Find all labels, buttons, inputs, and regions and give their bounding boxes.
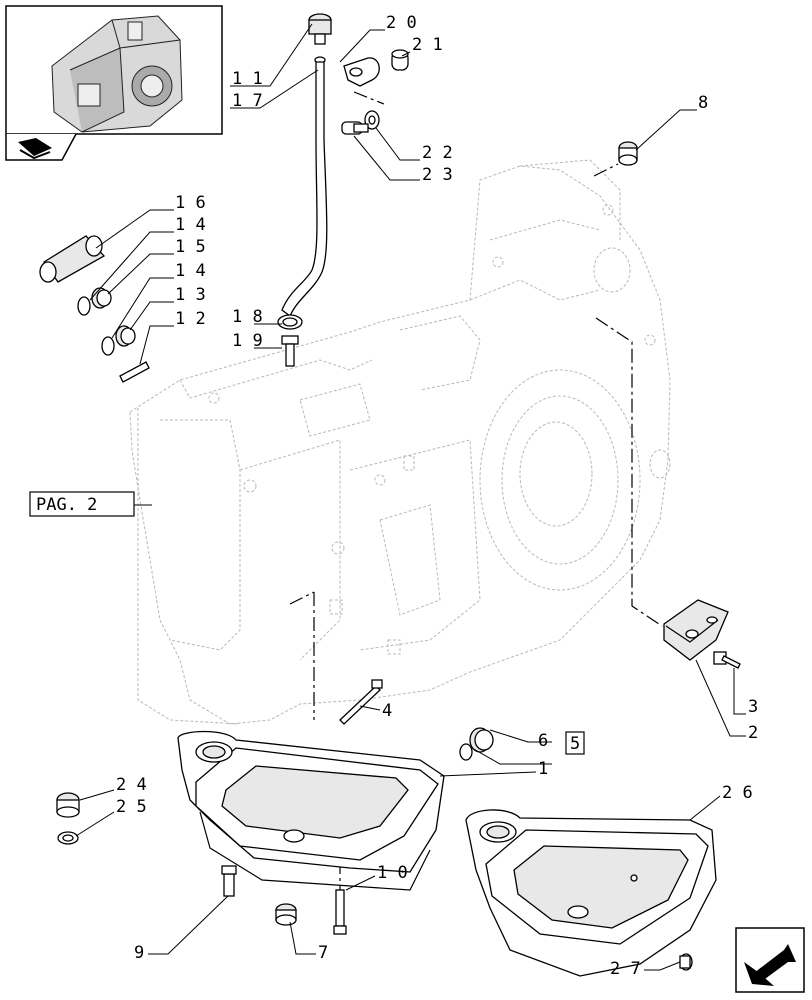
callout-3: 3 <box>748 697 758 717</box>
callout-14-upper: 1 4 <box>175 215 206 235</box>
oil-pan-part-1[interactable] <box>177 730 445 891</box>
callout-17: 1 7 <box>232 91 263 111</box>
bracket-part-2[interactable] <box>663 599 729 661</box>
callout-26: 2 6 <box>722 783 753 803</box>
callout-20: 2 0 <box>386 13 417 33</box>
book-reference-icon <box>18 138 52 160</box>
callout-9: 9 <box>134 943 144 963</box>
plug-part-24[interactable] <box>56 792 80 818</box>
bolt-part-23[interactable] <box>341 121 369 135</box>
dipstick-part-11[interactable] <box>308 13 332 64</box>
plug-part-27[interactable] <box>679 953 693 971</box>
page-reference-box[interactable]: PAG. 2 <box>29 491 135 517</box>
callout-labels: 2 0 2 1 1 1 1 7 8 2 2 2 3 1 6 1 4 1 5 1 … <box>29 13 758 979</box>
callout-18: 1 8 <box>232 307 263 327</box>
bolt-part-9[interactable] <box>221 865 237 897</box>
screw-part-19[interactable] <box>281 335 299 367</box>
next-page-arrow-icon[interactable] <box>735 927 805 993</box>
callout-8: 8 <box>698 93 708 113</box>
plug-part-7[interactable] <box>275 903 297 926</box>
bracket-part-20[interactable] <box>343 57 380 87</box>
callout-6: 6 <box>538 731 548 751</box>
filler-tube-part-17[interactable] <box>281 61 328 318</box>
oil-pan-part-26[interactable] <box>465 809 717 977</box>
callout-16: 1 6 <box>175 193 206 213</box>
callout-11: 1 1 <box>232 69 263 89</box>
thumbnail-panel[interactable] <box>5 5 223 161</box>
callout-2: 2 <box>748 723 758 743</box>
callout-22: 2 2 <box>422 143 453 163</box>
callout-21: 2 1 <box>412 35 443 55</box>
oring-part-6[interactable] <box>459 743 473 761</box>
bolt-part-4[interactable] <box>339 679 383 725</box>
plug-part-15[interactable] <box>91 287 112 309</box>
leader-lines <box>75 23 746 971</box>
callout-27: 2 7 <box>610 959 641 979</box>
oring-part-14-upper[interactable] <box>77 296 91 316</box>
callout-23: 2 3 <box>422 165 453 185</box>
callout-15: 1 5 <box>175 237 206 257</box>
plug-part-8[interactable] <box>618 141 638 166</box>
callout-10: 1 0 <box>377 863 408 883</box>
callout-19: 1 9 <box>232 331 263 351</box>
callout-5: 5 <box>570 734 580 754</box>
plug-part-13[interactable] <box>115 325 136 347</box>
plug-part-5[interactable] <box>469 727 494 753</box>
callout-1: 1 <box>538 759 548 779</box>
callout-13: 1 3 <box>175 285 206 305</box>
filter-part-16[interactable] <box>39 235 106 283</box>
transmission-housing-outline <box>129 159 671 725</box>
oring-part-14-lower[interactable] <box>101 336 115 356</box>
callout-14-lower: 1 4 <box>175 261 206 281</box>
spacer-part-21[interactable] <box>391 49 409 71</box>
bolt-part-10[interactable] <box>333 889 347 935</box>
bolt-part-3[interactable] <box>713 651 741 669</box>
callout-4: 4 <box>382 701 392 721</box>
clamp-part-18[interactable] <box>277 314 303 330</box>
washer-part-25[interactable] <box>57 831 79 845</box>
callout-12: 1 2 <box>175 309 206 329</box>
callout-7: 7 <box>318 943 328 963</box>
housing-thumbnail-image <box>51 15 183 133</box>
callout-24: 2 4 <box>116 775 147 795</box>
page-reference-label: PAG. 2 <box>36 495 97 515</box>
pin-part-12[interactable] <box>119 361 150 383</box>
callout-25: 2 5 <box>116 797 147 817</box>
